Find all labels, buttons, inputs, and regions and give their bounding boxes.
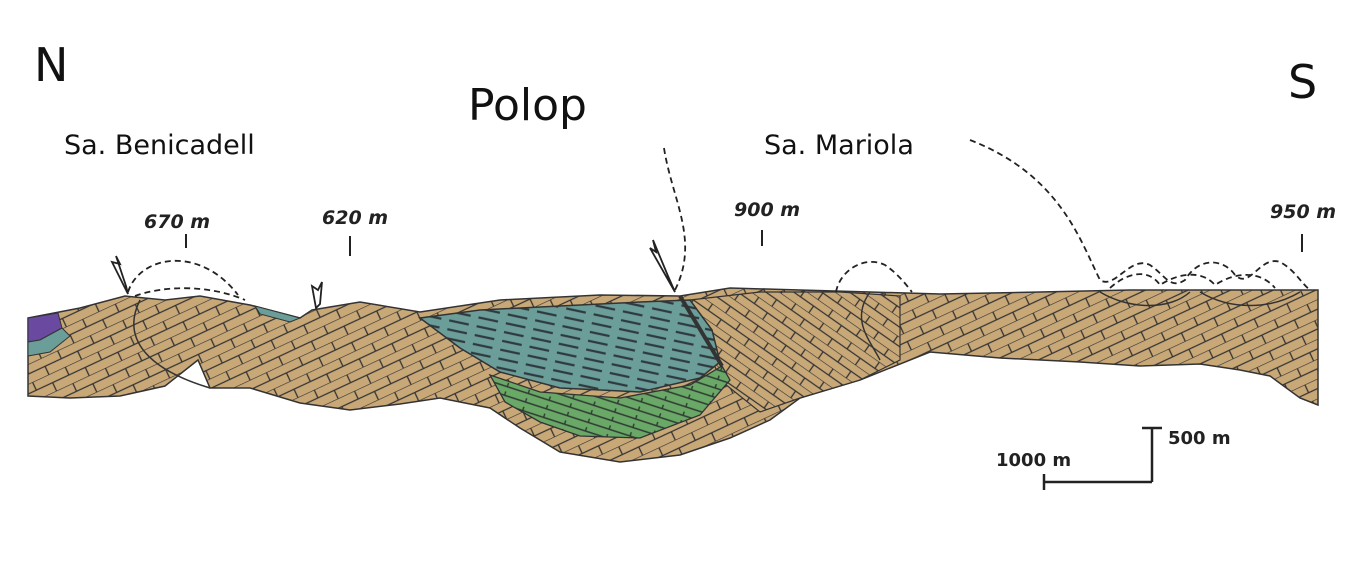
scale-horizontal-label: 1000 m xyxy=(996,450,1071,471)
elevation-label: 900 m xyxy=(734,199,800,221)
elevation-markers: 670 m 620 m 900 m 950 m xyxy=(144,199,1336,256)
elevation-label: 950 m xyxy=(1270,201,1336,223)
elevation-label: 670 m xyxy=(144,211,210,233)
elevation-label: 620 m xyxy=(322,207,388,229)
scale-vertical-label: 500 m xyxy=(1168,428,1231,449)
eroded-fold-outlines xyxy=(128,140,1310,300)
